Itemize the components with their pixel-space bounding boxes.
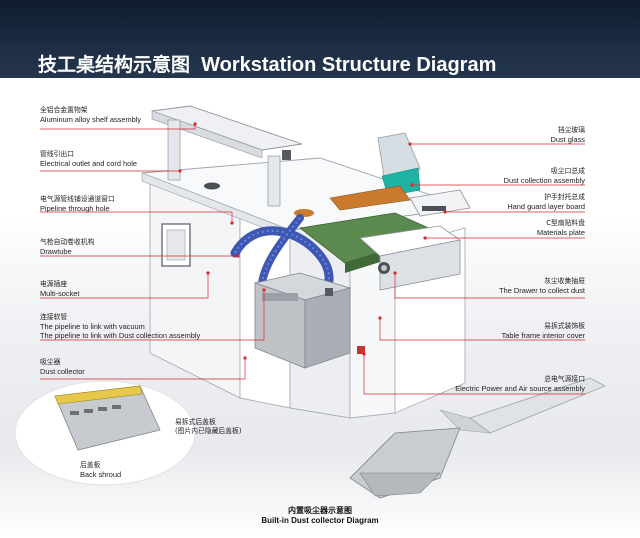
leader-lines — [40, 124, 585, 395]
leader-dots — [178, 122, 447, 360]
page-title: 技工桌结构示意图 Workstation Structure Diagram — [38, 50, 628, 80]
caption-zh: 内置吸尘器示意图 — [288, 506, 352, 515]
back-shroud-inset — [14, 380, 196, 486]
dust-collector-box — [253, 272, 365, 369]
header-banner — [0, 0, 640, 78]
aluminum-shelf — [151, 105, 303, 207]
desk-top — [141, 157, 471, 239]
hand-guard-board — [409, 189, 471, 217]
dust-drawer — [359, 225, 461, 291]
title-zh: 技工桌结构示意图 — [38, 54, 191, 76]
caption-en: Built-in Dust collector Diagram — [261, 516, 379, 525]
bottom-caption: 内置吸尘器示意图 Built-in Dust collector Diagram — [0, 506, 640, 526]
workstation-illustration — [14, 105, 606, 499]
metal-leg-right — [349, 377, 606, 499]
label-rear-cover: 易拆式后盖板(图片内已隐藏后盖板) — [175, 418, 242, 435]
title-en: Workstation Structure Diagram — [201, 54, 497, 76]
